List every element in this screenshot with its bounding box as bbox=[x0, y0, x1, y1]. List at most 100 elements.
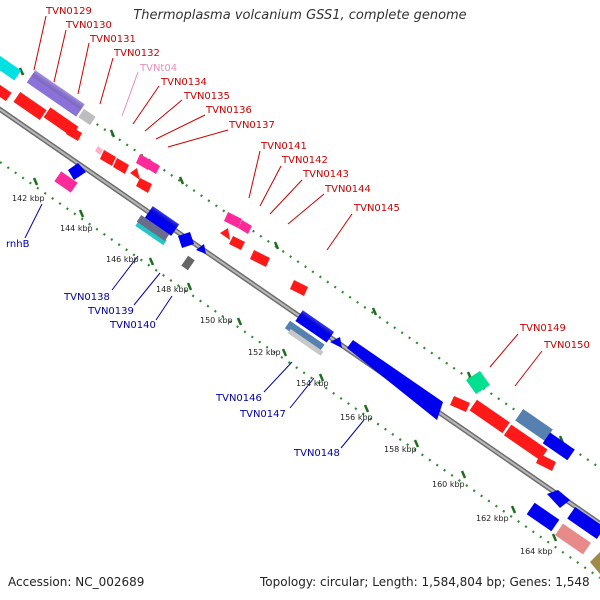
gene-feature[interactable] bbox=[13, 91, 47, 121]
gene-feature-green[interactable] bbox=[466, 371, 490, 394]
gene-feature-blue[interactable] bbox=[68, 163, 86, 180]
gene-feature-olive[interactable] bbox=[590, 552, 600, 574]
gene-feature-lightgrey[interactable] bbox=[287, 328, 324, 356]
kbp-label: 156 kbp bbox=[340, 413, 373, 422]
tick-162 bbox=[510, 505, 517, 514]
gene-feature-blue[interactable] bbox=[526, 502, 560, 532]
top-leader-lines bbox=[33, 15, 543, 387]
gene-label[interactable]: TVN0139 bbox=[87, 306, 134, 317]
gene-label[interactable]: TVN0138 bbox=[63, 292, 110, 303]
gene-label[interactable]: TVN0141 bbox=[260, 141, 307, 152]
gene-label[interactable]: TVN0142 bbox=[281, 155, 328, 166]
gene-feature[interactable] bbox=[290, 280, 308, 296]
major-ticks bbox=[18, 67, 565, 542]
gene-label[interactable]: TVN0149 bbox=[519, 323, 566, 334]
gene-feature-steel[interactable] bbox=[515, 409, 553, 441]
gene-label[interactable]: TVN0137 bbox=[228, 120, 275, 131]
gene-feature-blue[interactable] bbox=[196, 244, 206, 254]
gene-label[interactable]: TVN0148 bbox=[293, 448, 340, 459]
feature-gloss bbox=[31, 70, 335, 337]
kbp-label: 142 kbp bbox=[12, 194, 45, 203]
gene-feature-magenta[interactable] bbox=[54, 171, 78, 193]
gene-label[interactable]: TVN0140 bbox=[109, 320, 156, 331]
gene-feature[interactable] bbox=[450, 396, 470, 412]
gene-feature-magenta[interactable] bbox=[224, 212, 242, 228]
gene-label-trna[interactable]: TVNt04 bbox=[139, 63, 177, 74]
gene-feature-blue[interactable] bbox=[567, 507, 600, 539]
gene-label[interactable]: TVN0130 bbox=[65, 20, 112, 31]
gene-feature[interactable] bbox=[503, 424, 548, 461]
kbp-label: 152 kbp bbox=[248, 348, 281, 357]
reverse-features bbox=[54, 163, 600, 574]
gene-feature[interactable] bbox=[113, 158, 129, 174]
tick-156 bbox=[363, 404, 370, 413]
gene-feature-magenta[interactable] bbox=[146, 160, 160, 174]
tick-fwd-4 bbox=[273, 241, 280, 250]
gene-label[interactable]: TVN0136 bbox=[205, 105, 252, 116]
tick-154 bbox=[318, 373, 325, 382]
gene-feature-magenta[interactable] bbox=[238, 220, 252, 234]
tick-fwd-2 bbox=[109, 129, 116, 138]
gene-label[interactable]: TVN0135 bbox=[183, 91, 230, 102]
gene-feature-blue[interactable] bbox=[542, 432, 575, 461]
kbp-label: 158 kbp bbox=[384, 445, 417, 454]
tick-160 bbox=[460, 470, 467, 479]
gene-label[interactable]: TVN0132 bbox=[113, 48, 160, 59]
tick-152 bbox=[281, 348, 288, 357]
gene-feature[interactable] bbox=[0, 84, 12, 102]
top-gene-labels: TVN0129 TVN0130 TVN0131 TVN0132 TVNt04 T… bbox=[45, 6, 590, 351]
gene-label[interactable]: TVN0144 bbox=[324, 184, 371, 195]
kbp-label: 164 kbp bbox=[520, 547, 553, 556]
gene-feature-cyan[interactable] bbox=[0, 55, 22, 81]
gene-feature-grey[interactable] bbox=[181, 255, 195, 271]
gene-feature-blue[interactable] bbox=[547, 490, 570, 508]
gene-feature-steel[interactable] bbox=[284, 320, 325, 353]
gene-label[interactable]: TVN0129 bbox=[45, 6, 92, 17]
gene-feature[interactable] bbox=[136, 178, 152, 193]
gene-label[interactable]: TVN0150 bbox=[543, 340, 590, 351]
bottom-gene-labels: rnhB TVN0138 TVN0139 TVN0140 TVN0146 TVN… bbox=[6, 239, 340, 459]
gene-feature[interactable] bbox=[229, 236, 245, 250]
tick-148 bbox=[186, 282, 193, 291]
tick-fwd-5 bbox=[371, 307, 378, 316]
gene-feature-slate[interactable] bbox=[136, 215, 170, 241]
gene-feature[interactable] bbox=[469, 399, 510, 434]
tick-142 bbox=[32, 177, 39, 186]
kbp-label: 162 kbp bbox=[476, 514, 509, 523]
tick-146 bbox=[148, 257, 155, 266]
gene-label[interactable]: TVN0145 bbox=[353, 203, 400, 214]
gene-feature[interactable] bbox=[66, 126, 82, 141]
kbp-label: 150 kbp bbox=[200, 316, 233, 325]
tick-144 bbox=[78, 209, 85, 218]
gene-feature[interactable] bbox=[100, 150, 116, 166]
gene-feature-salmon[interactable] bbox=[555, 523, 591, 555]
gene-label[interactable]: TVN0146 bbox=[215, 393, 262, 404]
trna-feature[interactable] bbox=[95, 146, 103, 155]
tick-fwd-1 bbox=[18, 67, 25, 76]
tick-164 bbox=[551, 533, 558, 542]
gene-label[interactable]: TVN0134 bbox=[160, 77, 207, 88]
tick-150 bbox=[236, 317, 243, 326]
gene-feature-grey[interactable] bbox=[78, 108, 96, 126]
gene-feature-blue-long[interactable] bbox=[347, 340, 443, 420]
gene-feature-blue[interactable] bbox=[330, 337, 342, 348]
gene-label[interactable]: TVN0147 bbox=[239, 409, 286, 420]
accession-text: Accession: NC_002689 bbox=[8, 575, 145, 589]
gene-feature[interactable] bbox=[536, 454, 556, 471]
kbp-labels: 142 kbp 144 kbp 146 kbp 148 kbp 150 kbp … bbox=[12, 194, 553, 556]
gene-label[interactable]: TVN0131 bbox=[89, 34, 136, 45]
gene-feature-teal[interactable] bbox=[135, 220, 167, 246]
tick-158 bbox=[413, 439, 420, 448]
gene-feature[interactable] bbox=[250, 250, 270, 267]
gene-label[interactable]: TVN0143 bbox=[302, 169, 349, 180]
kbp-label: 154 kbp bbox=[296, 379, 329, 388]
gene-label[interactable]: rnhB bbox=[6, 239, 30, 250]
gene-feature-blue[interactable] bbox=[178, 232, 194, 248]
topology-text: Topology: circular; Length: 1,584,804 bp… bbox=[260, 575, 590, 589]
gene-feature[interactable] bbox=[220, 228, 230, 240]
kbp-label: 148 kbp bbox=[156, 285, 189, 294]
bottom-leader-lines bbox=[24, 203, 365, 449]
kbp-label: 146 kbp bbox=[106, 255, 139, 264]
tick-fwd-3 bbox=[178, 176, 185, 185]
gene-feature[interactable] bbox=[130, 168, 140, 180]
